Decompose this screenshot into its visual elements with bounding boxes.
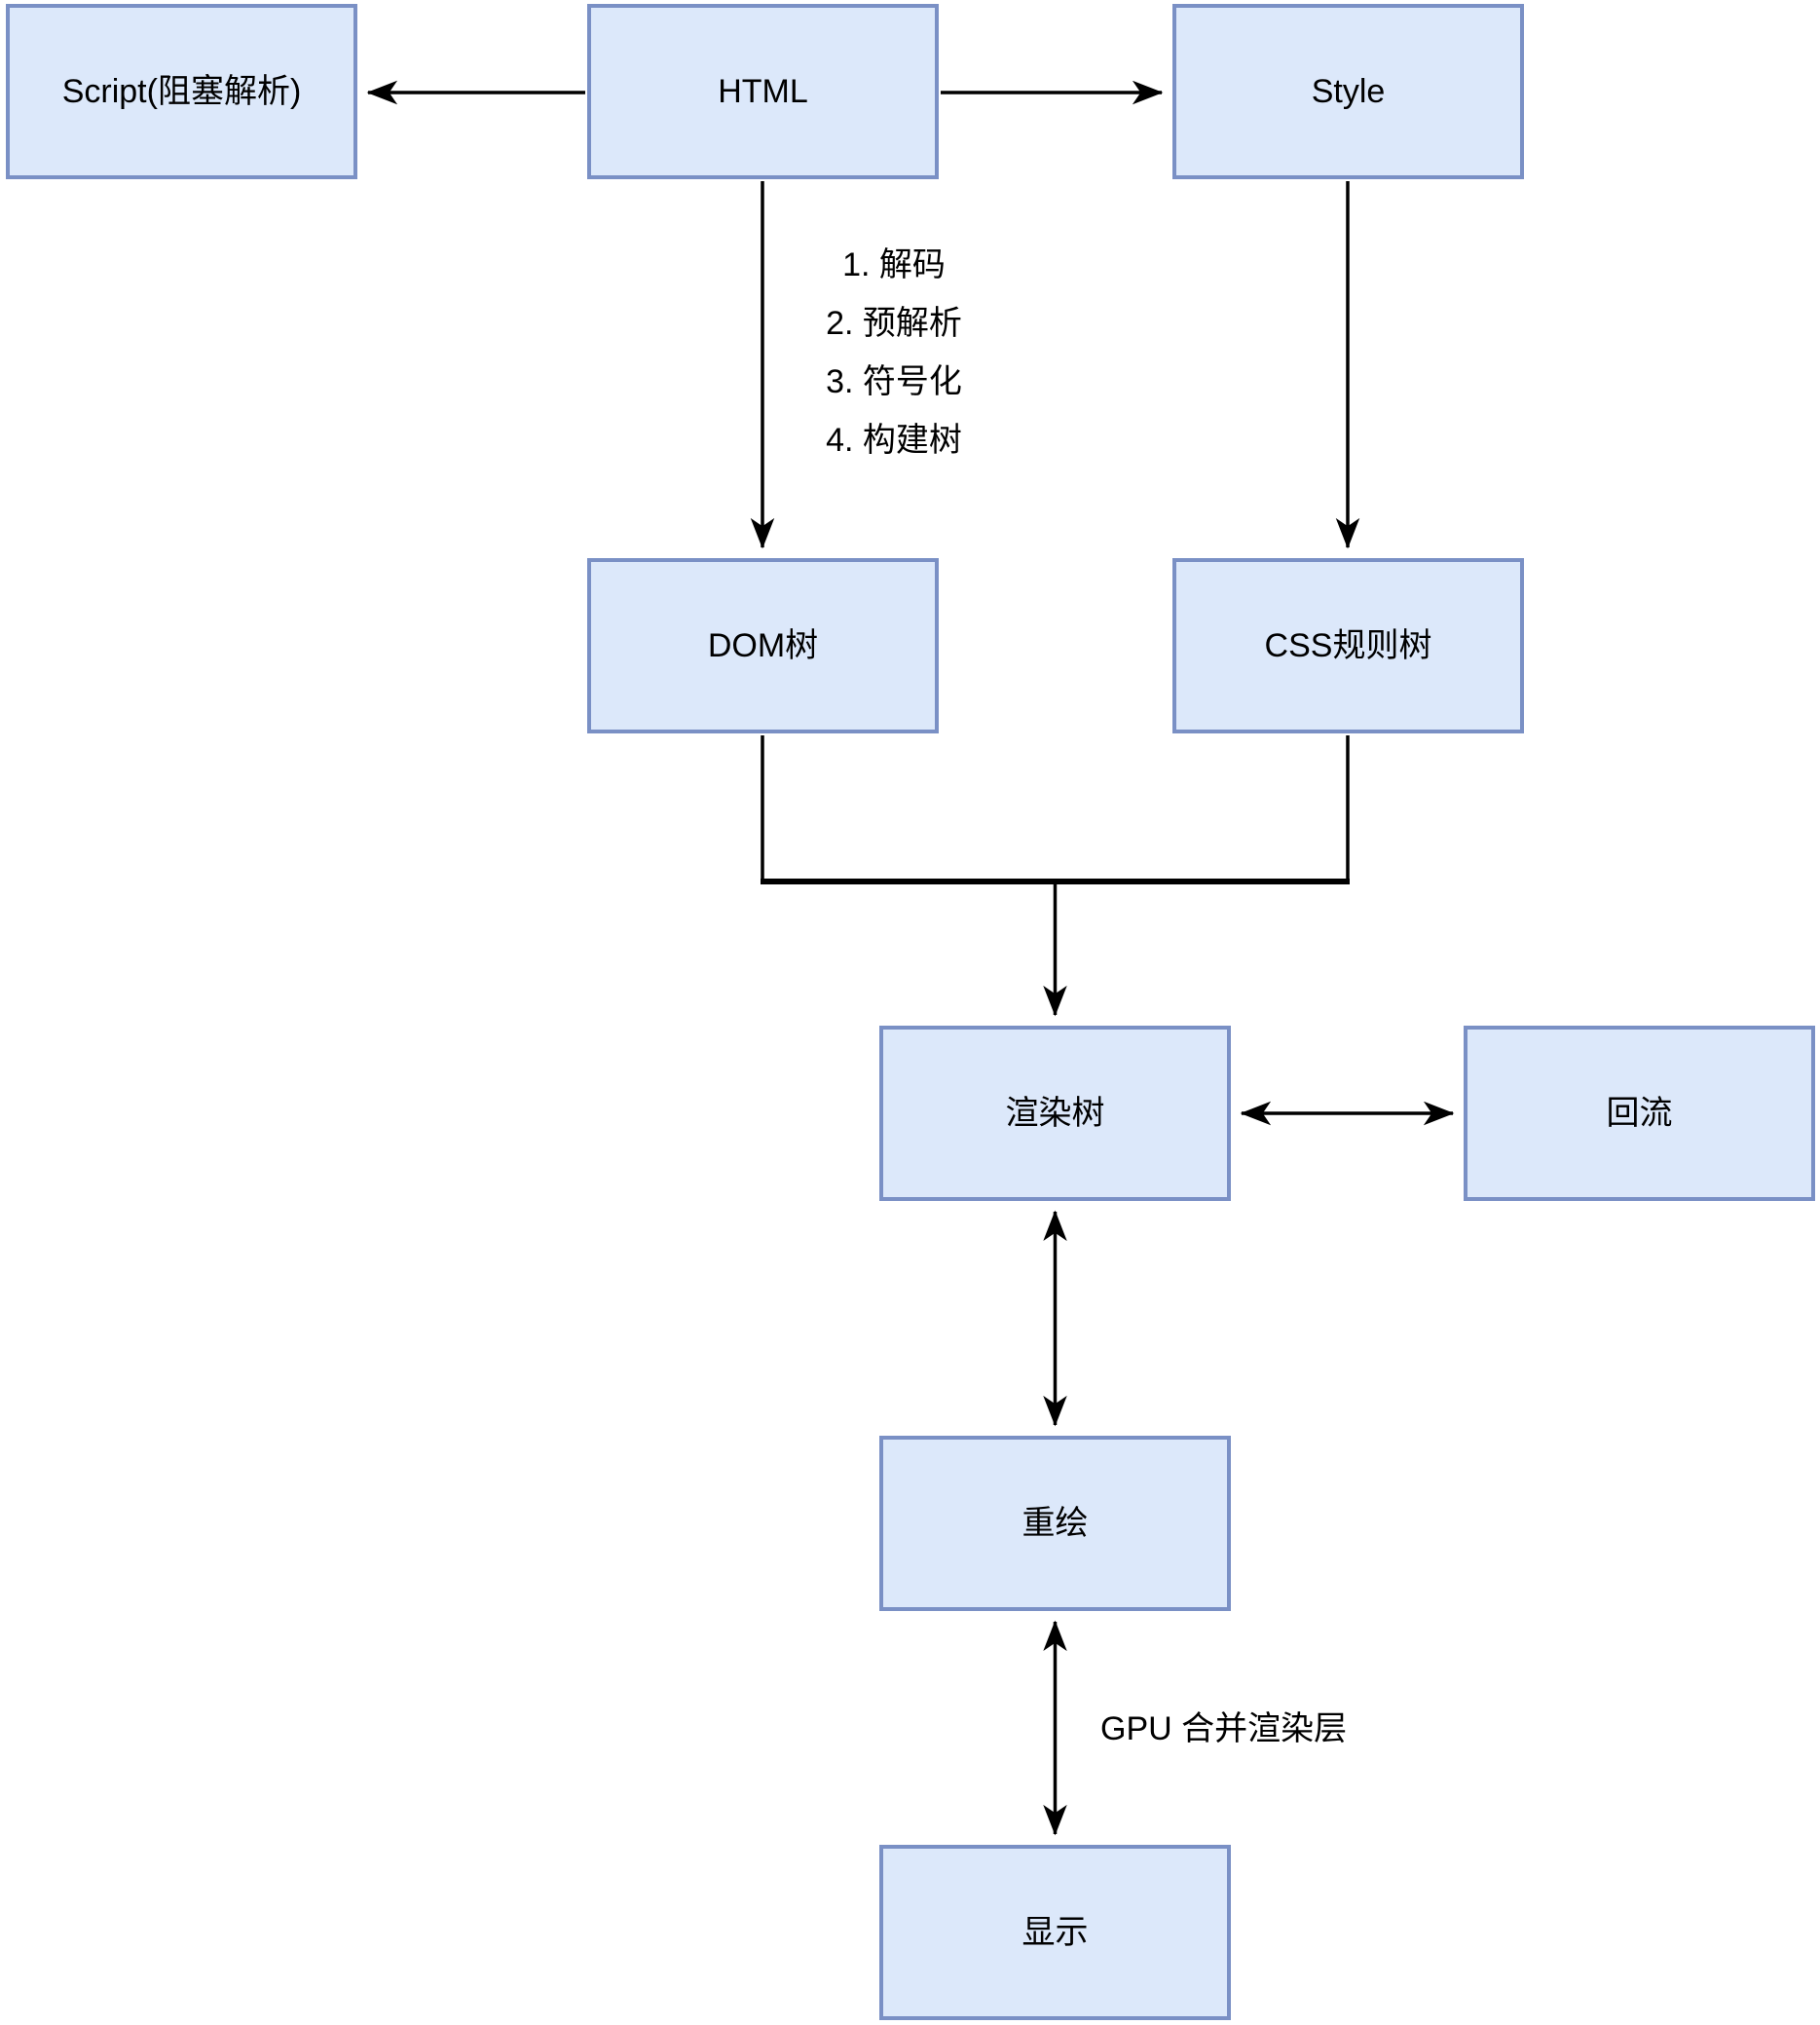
node-reflow-label: 回流: [1606, 1094, 1673, 1132]
node-render-tree-label: 渲染树: [1005, 1094, 1105, 1132]
node-css-rule-tree-label: CSS规则树: [1264, 626, 1432, 664]
node-script-label: Script(阻塞解析): [61, 72, 302, 110]
node-display-label: 显示: [1021, 1913, 1089, 1951]
node-style: Style: [1172, 4, 1524, 179]
node-display: 显示: [879, 1845, 1231, 2020]
node-repaint: 重绘: [879, 1436, 1231, 1611]
node-style-label: Style: [1311, 72, 1386, 110]
node-dom-tree: DOM树: [587, 558, 939, 733]
node-reflow: 回流: [1464, 1026, 1815, 1201]
node-render-tree: 渲染树: [879, 1026, 1231, 1201]
annotation-step-2: 2. 预解析: [826, 305, 962, 342]
node-repaint-label: 重绘: [1021, 1504, 1089, 1542]
annotation-step-1: 1. 解码: [842, 246, 946, 283]
annotation-step-3: 3. 符号化: [826, 363, 962, 400]
node-html-label: HTML: [718, 72, 808, 110]
node-dom-tree-label: DOM树: [707, 626, 819, 664]
node-html: HTML: [587, 4, 939, 179]
node-script-blocking-parse: Script(阻塞解析): [6, 4, 357, 179]
node-css-rule-tree: CSS规则树: [1172, 558, 1524, 733]
annotation-step-4: 4. 构建树: [826, 422, 962, 459]
annotation-parse-steps: 1. 解码 2. 预解析 3. 符号化 4. 构建树: [826, 236, 962, 469]
annotation-gpu-composite-label: GPU 合并渲染层: [1100, 1710, 1348, 1747]
